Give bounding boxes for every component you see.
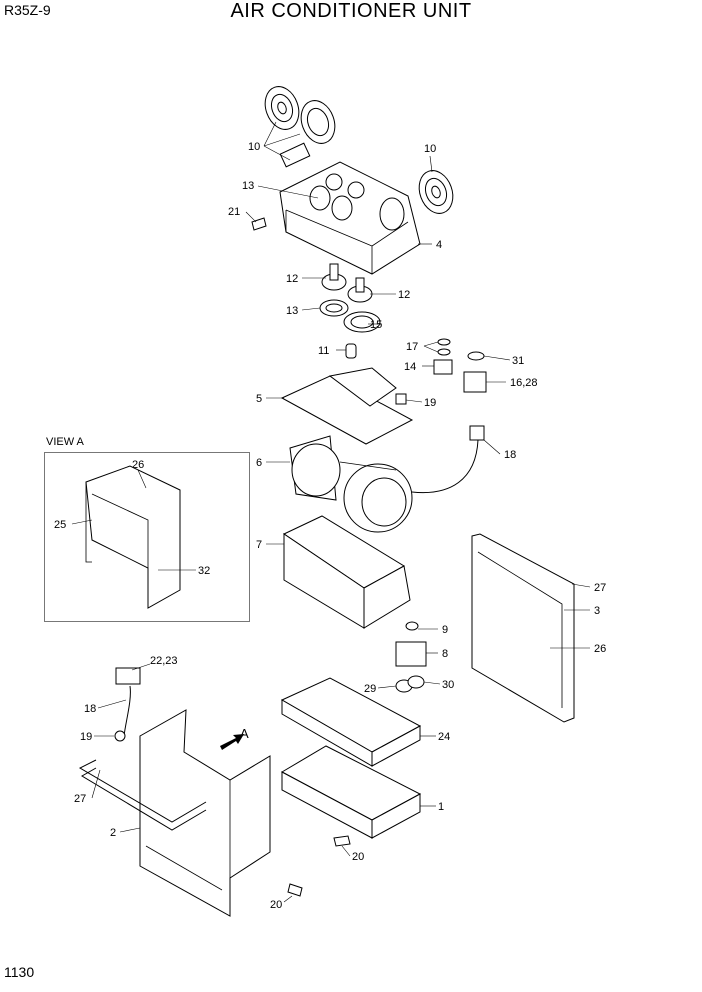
screw-part-21 [251,217,267,231]
screw-part-20a [333,835,351,847]
callout-18b: 18 [84,703,96,715]
knob-part-12a [321,263,347,291]
ring-part-13 [319,299,349,317]
callout-9: 9 [442,624,448,636]
callout-6: 6 [256,457,262,469]
valve-part-8 [395,641,427,667]
leader-lines [71,121,591,903]
housing-part-4 [279,161,421,275]
view-a-arrow-label: A [240,726,249,741]
louver-part-10b [300,100,336,144]
switch-part-14 [433,359,453,375]
bulb-part-11 [345,343,357,359]
switch-part-22-23 [114,667,141,742]
callout-20a: 20 [352,851,364,863]
callout-13b: 13 [286,305,298,317]
view-a-callout-32: 32 [198,565,210,577]
callout-3: 3 [594,605,600,617]
callout-labels: 10 10 13 21 4 12 12 13 15 11 17 14 31 16… [54,141,606,911]
relay-part-16-28 [463,371,487,393]
panel-part-3 [471,533,575,723]
view-a-callout-26: 26 [132,459,144,471]
callout-12a: 12 [286,273,298,285]
harness-part-18 [411,425,485,494]
callout-16-28: 16,28 [510,377,538,389]
callout-26: 26 [594,643,606,655]
callout-19b: 19 [80,731,92,743]
blower-part-6 [289,435,413,533]
view-a-arrow [220,734,244,750]
callout-10b: 10 [424,143,436,155]
cover-plate-part-5 [280,367,414,445]
callout-31: 31 [512,355,524,367]
washer-part-17 [437,338,451,356]
callout-20b: 20 [270,899,282,911]
page-title: AIR CONDITIONER UNIT [230,0,472,22]
view-a-label: VIEW A [46,436,84,448]
louver-part-10c [279,142,311,168]
callout-15: 15 [370,319,382,331]
callout-22-23: 22,23 [150,655,178,667]
view-a-inset [44,452,250,622]
clip-part-19 [395,393,407,405]
filter-part-24 [280,677,422,767]
evaporator-part-7 [282,515,411,629]
callout-24: 24 [438,731,450,743]
page-number: 1130 [4,964,35,980]
callout-7: 7 [256,539,262,551]
callout-27a: 27 [594,582,606,594]
callout-17: 17 [406,341,418,353]
oring-part-9 [405,621,419,631]
screw-part-20b [287,883,303,897]
knob-part-12b [347,277,373,303]
louver-part-10d [418,170,454,214]
callout-14: 14 [404,361,416,373]
callout-8: 8 [442,648,448,660]
callout-21: 21 [228,206,240,218]
callout-4: 4 [436,239,442,251]
louver-part-10a [264,86,300,130]
callout-5: 5 [256,393,262,405]
ring-part-15 [343,311,381,333]
callout-10a: 10 [248,141,260,153]
callout-27b: 27 [74,793,86,805]
callout-19a: 19 [424,397,436,409]
callout-12b: 12 [398,289,410,301]
cap-part-29-30 [395,675,425,693]
callout-30: 30 [442,679,454,691]
model-code: R35Z-9 [4,2,51,18]
cap-part-31 [467,351,485,361]
view-a-drawing [85,465,181,609]
pan-part-1 [280,745,422,839]
callout-11: 11 [318,345,329,357]
callout-29: 29 [364,683,376,695]
case-part-2 [139,709,271,917]
bar-part-27 [78,759,207,831]
callout-13a: 13 [242,180,254,192]
view-a-callout-25: 25 [54,519,66,531]
callout-18a: 18 [504,449,516,461]
callout-1: 1 [438,801,444,813]
callout-2: 2 [110,827,116,839]
